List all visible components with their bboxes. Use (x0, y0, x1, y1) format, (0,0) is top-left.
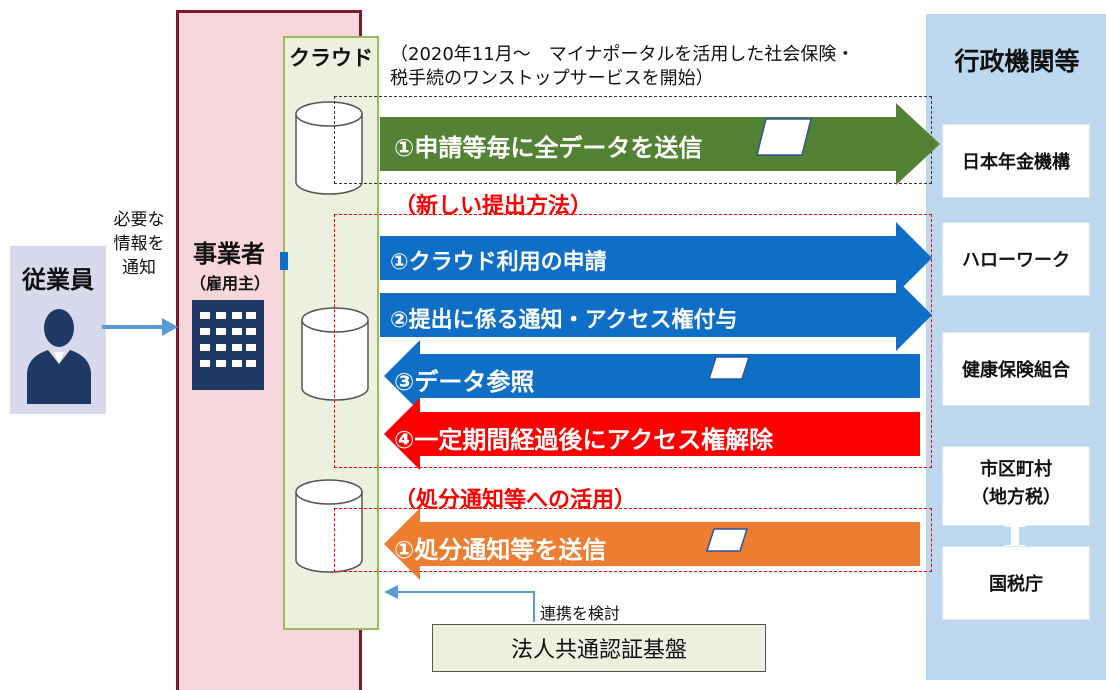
document-icon (708, 356, 750, 380)
arrow-send-notice (384, 508, 920, 580)
employee-box: 従業員 (10, 246, 106, 414)
arrow-apply-cloud (380, 222, 932, 294)
cooperation-connector (396, 591, 535, 622)
employer-subtitle: （雇用主） (189, 274, 270, 293)
document-icon (706, 528, 748, 552)
label-send-all: ①申請等毎に全データを送信 (394, 134, 703, 162)
label-data-ref: ③データ参照 (394, 368, 535, 396)
label-apply-cloud: ①クラウド利用の申請 (390, 250, 607, 275)
arrow-data-ref (384, 340, 920, 412)
notify-text: 必要な 情報を 通知 (113, 210, 165, 278)
dashed-box-new-method (334, 214, 932, 468)
cloud-title: クラウド (289, 46, 373, 70)
agency-hellowork: ハローワーク (942, 222, 1090, 296)
agency-nenkin: 日本年金機構 (942, 124, 1090, 198)
person-icon (27, 309, 91, 404)
dashed-box-notice (334, 508, 932, 572)
arrow-notify-access (380, 279, 932, 351)
section-new-method: （新しい提出方法） (394, 194, 593, 219)
label-send-notice: ①処分通知等を送信 (394, 536, 607, 564)
database-icon-2 (301, 307, 369, 401)
office-building-icon (192, 300, 264, 390)
employer-cloud-connector (280, 252, 288, 270)
label-notify-access: ②提出に係る通知・アクセス権付与 (390, 308, 738, 333)
note-line-1: （2020年11月～ マイナポータルを活用した社会保険・ (390, 44, 855, 65)
document-icon (756, 118, 812, 156)
agency-health-insurance: 健康保険組合 (942, 332, 1090, 406)
employee-title: 従業員 (22, 266, 94, 294)
label-revoke-access: ④一定期間経過後にアクセス権解除 (394, 426, 774, 454)
cooperation-label: 連携を検討 (540, 604, 621, 623)
agency-national-tax: 国税庁 (942, 546, 1090, 620)
database-icon-3 (295, 479, 363, 573)
corporate-auth-platform-box: 法人共通認証基盤 (432, 624, 766, 672)
arrow-revoke-access (384, 398, 920, 470)
agency-title: 行政機関等 (954, 47, 1080, 76)
employer-title: 事業者 (193, 240, 265, 268)
note-line-2: 税手続のワンストップサービスを開始） (390, 68, 714, 89)
database-icon-1 (295, 101, 363, 195)
section-notice-use: （処分通知等への活用） (394, 488, 637, 513)
